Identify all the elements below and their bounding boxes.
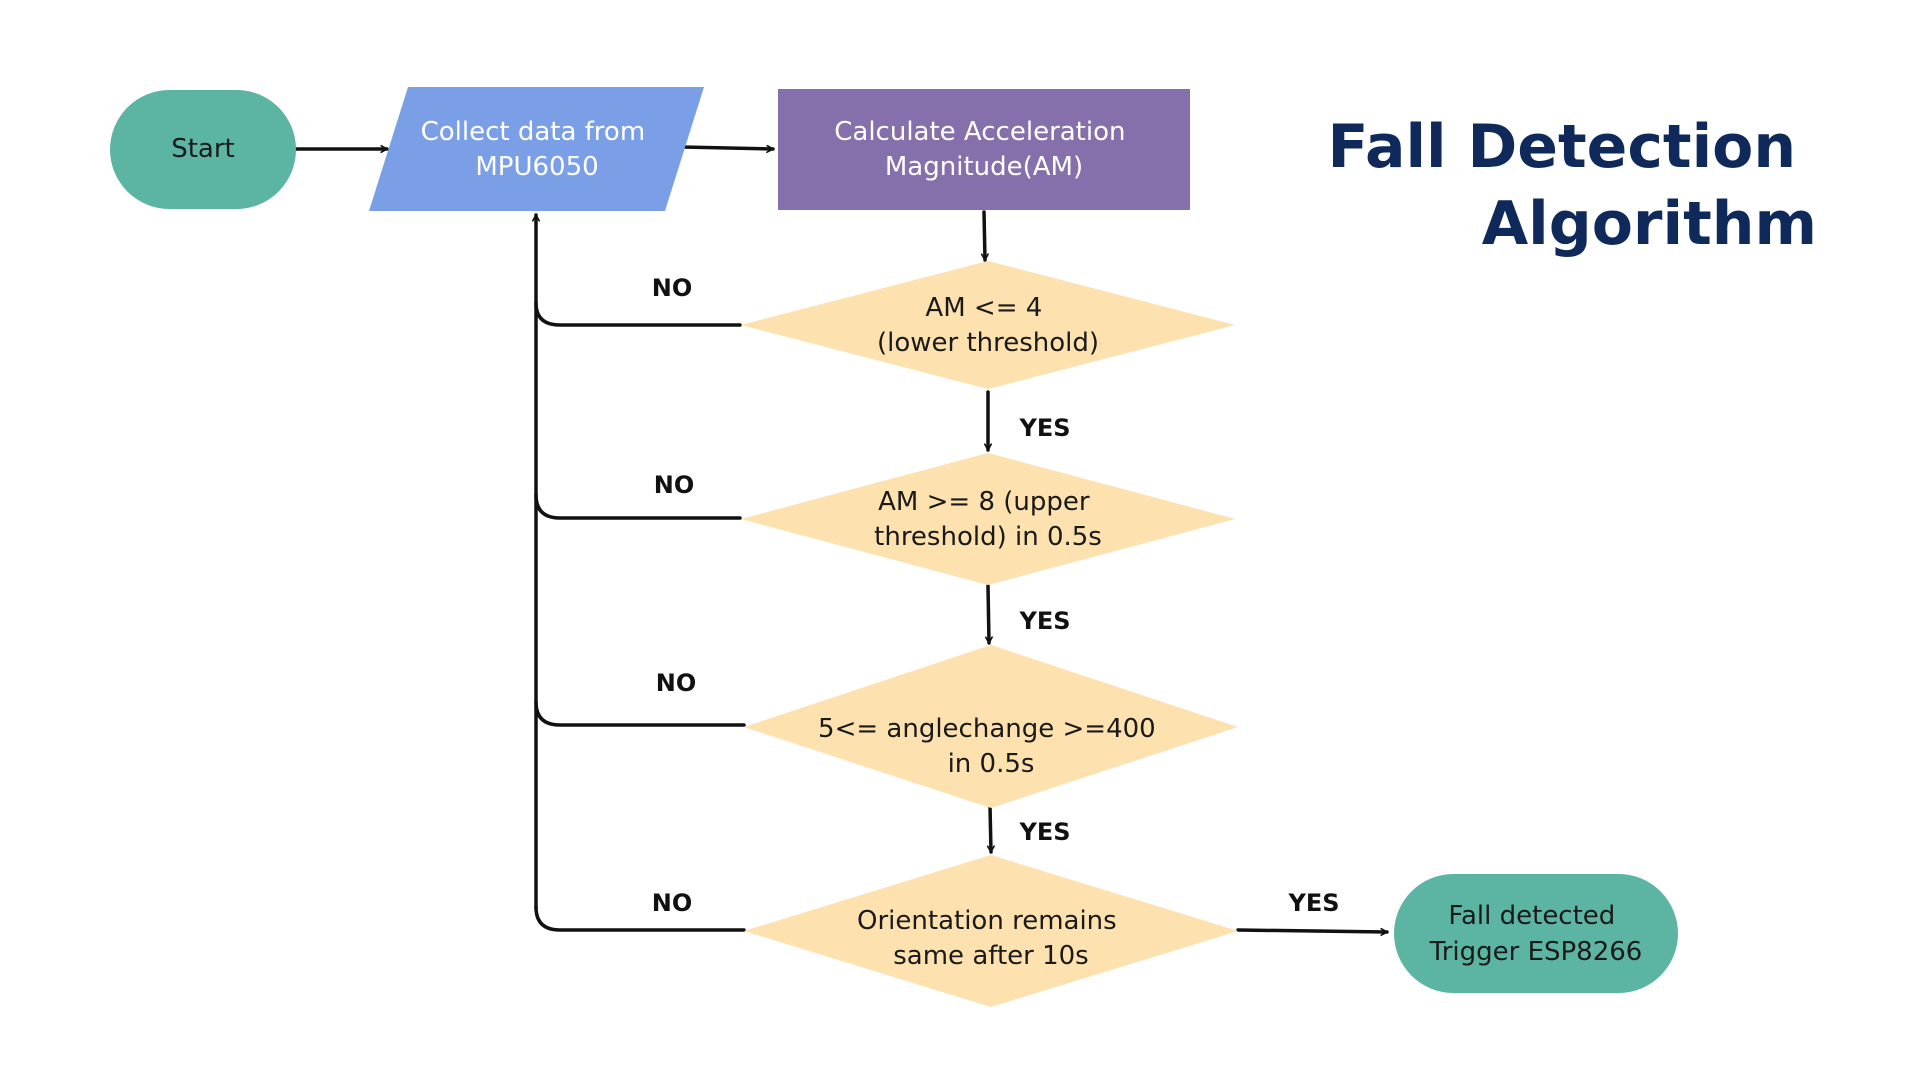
edge-decision4-to-end	[1236, 930, 1389, 932]
calculate-am-process-shape	[778, 89, 1190, 210]
decision-angle-change: 5<= anglechange >=400 in 0.5s	[744, 645, 1238, 808]
diagram-title: Fall Detection Algorithm	[1328, 112, 1818, 259]
fall-detected-terminal-shape	[1394, 874, 1678, 993]
start-node: Start	[110, 90, 296, 209]
yes-label-decision2: YES	[1018, 607, 1070, 635]
edge-collect-to-calculate	[680, 147, 775, 149]
decision-upper-threshold: AM >= 8 (upper threshold) in 0.5s	[741, 453, 1235, 585]
fall-detected-node: Fall detected Trigger ESP8266	[1394, 874, 1678, 993]
decision-orientation-shape	[744, 855, 1238, 1007]
decision-orientation: Orientation remains same after 10s	[744, 855, 1238, 1007]
collect-data-label: Collect data from MPU6050	[421, 117, 654, 182]
collect-data-parallelogram	[369, 87, 704, 211]
decision-angle-change-label: 5<= anglechange >=400 in 0.5s	[818, 714, 1164, 779]
edge-no-decision2	[534, 493, 742, 520]
calculate-am-node: Calculate Acceleration Magnitude(AM)	[778, 89, 1190, 210]
start-label: Start	[171, 134, 235, 164]
yes-label-decision3: YES	[1018, 818, 1070, 846]
decision-upper-threshold-shape	[741, 453, 1235, 585]
no-label-decision1: NO	[652, 274, 693, 302]
edge-no-decision1	[534, 301, 742, 327]
decision-angle-change-shape	[744, 645, 1238, 808]
calculate-am-label: Calculate Acceleration Magnitude(AM)	[834, 117, 1134, 182]
yes-label-decision4: YES	[1287, 889, 1339, 917]
edge-decision3-to-decision4	[990, 804, 991, 854]
start-terminal-shape	[110, 90, 296, 209]
yes-label-decision1: YES	[1018, 414, 1070, 442]
edge-no-decision4	[534, 905, 746, 932]
decision-lower-threshold-shape	[741, 261, 1235, 389]
edge-no-decision3	[534, 700, 746, 727]
no-label-decision3: NO	[656, 669, 697, 697]
flow-edges	[294, 147, 1389, 932]
decision-upper-threshold-label: AM >= 8 (upper threshold) in 0.5s	[874, 487, 1102, 552]
fall-detected-label: Fall detected Trigger ESP8266	[1429, 901, 1643, 967]
edge-labels: NO NO NO NO YES YES YES YES	[652, 274, 1340, 917]
decision-orientation-label: Orientation remains same after 10s	[857, 906, 1125, 971]
edge-calculate-to-decision1	[984, 210, 985, 262]
no-label-decision2: NO	[654, 471, 695, 499]
collect-data-node: Collect data from MPU6050	[369, 87, 704, 211]
edge-decision2-to-decision3	[988, 584, 989, 645]
no-label-decision4: NO	[652, 889, 693, 917]
decision-lower-threshold: AM <= 4 (lower threshold)	[741, 261, 1235, 389]
decision-lower-threshold-label: AM <= 4 (lower threshold)	[877, 293, 1099, 358]
